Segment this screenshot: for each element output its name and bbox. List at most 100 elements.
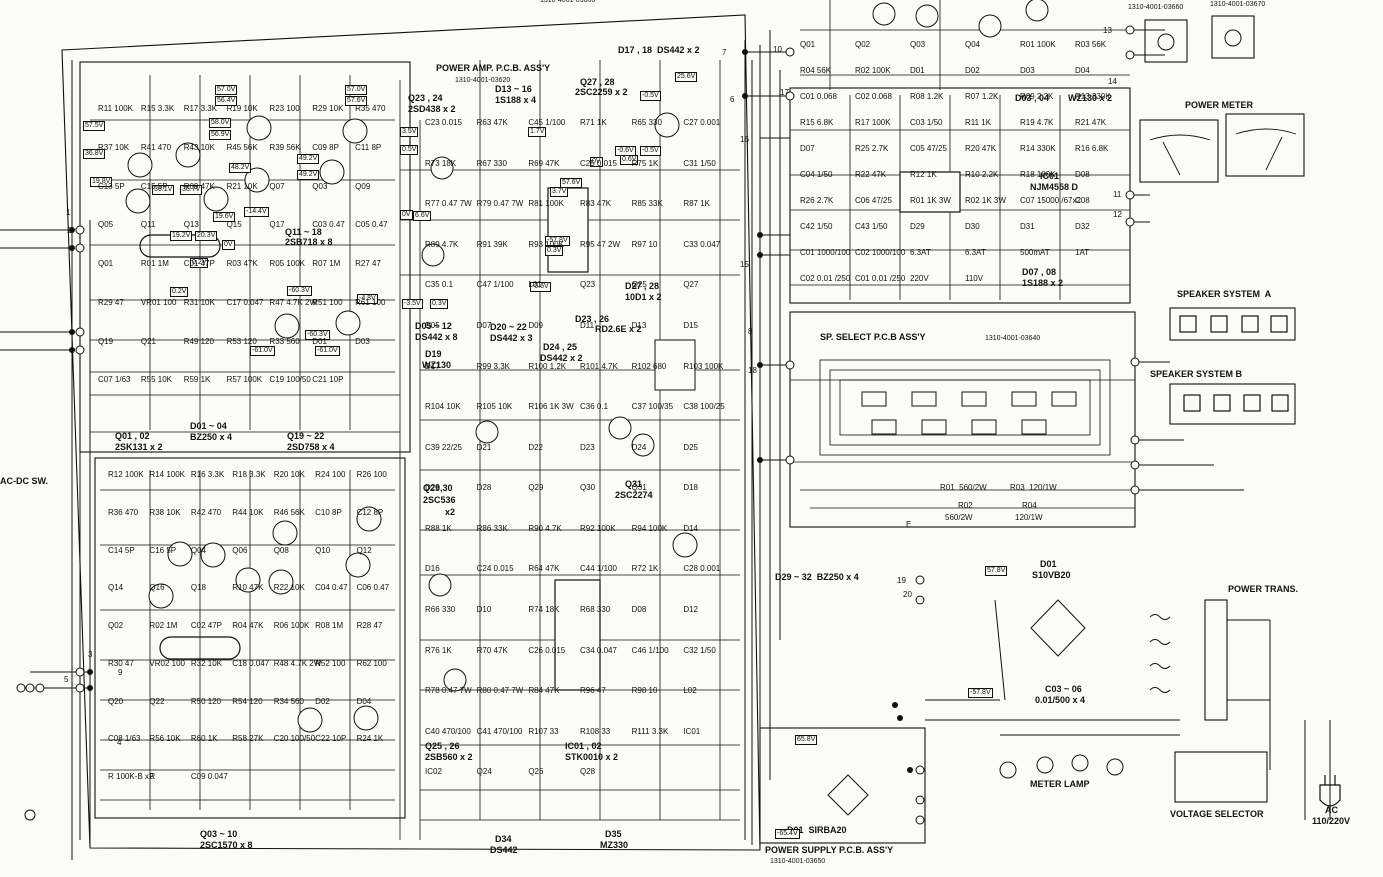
voltage-reading: -57.8V [968, 688, 993, 698]
component-label: Q10 [315, 545, 331, 555]
component-label: D12 [683, 605, 699, 615]
component-label: Q06 [232, 545, 248, 555]
component-label: R52 100 [315, 658, 346, 668]
amp-traces [90, 60, 740, 840]
component-label: D02 [965, 66, 980, 75]
component-label: R12 1K [910, 170, 937, 179]
component-label: Q09 [355, 181, 371, 191]
component-label: C37 100/35 [631, 402, 674, 412]
component-label: C06 0.47 [356, 583, 390, 593]
component-label: C18 0.047 [232, 658, 270, 668]
component-label: D07 [476, 320, 492, 330]
component-label: R67 330 [476, 158, 507, 168]
pin-number: 10 [773, 45, 782, 54]
power-supply-title: POWER SUPPLY P.C.B. ASS'Y [765, 845, 894, 855]
component-label: Q05 [98, 220, 114, 230]
component-label: R96 47 [580, 686, 606, 696]
meter-needles [1149, 128, 1297, 176]
voltage-reading: 19.6V [213, 212, 236, 222]
component-label: R29 10K [312, 104, 344, 113]
component-label: C22 10P [315, 734, 347, 744]
component-label: R43 10K [183, 142, 215, 152]
component-label: R02 1K 3W [965, 196, 1006, 205]
component-label: C35 0.1 [425, 280, 454, 290]
component-label: C31 1/50 [683, 158, 716, 168]
component-label: Q08 [273, 545, 289, 555]
component-label: R71 1K [580, 118, 607, 127]
meter-right [1225, 113, 1305, 177]
component-label: R87 1K [683, 199, 711, 209]
label-d34: D34 [495, 834, 512, 844]
meter-lamps [999, 29, 1242, 779]
label-q31: Q31 [625, 479, 643, 489]
component-label: R105 10K [476, 402, 513, 412]
component-label: D28 [476, 483, 492, 493]
component-label: Q03 [312, 181, 328, 191]
component-label: R29 47 [98, 297, 124, 307]
voltage-reading: 36.8V [83, 149, 106, 159]
component-label: R62 100 [356, 658, 387, 668]
label-d05-12: D05 ~ 12 [415, 321, 452, 331]
component-label: Q21 [140, 336, 156, 346]
voltage-reading: 3.5V [400, 127, 419, 137]
component-label: C01 0.068 [800, 92, 837, 101]
label-d05-12-type: DS442 x 8 [415, 332, 458, 342]
component-label: 6.3AT [910, 248, 931, 257]
component-label: C01 0.01 /250 [855, 274, 906, 283]
power-trans-label: POWER TRANS. [1228, 584, 1299, 594]
component-label: R54 120 [232, 696, 263, 706]
label-q19-22-type: 2SD758 x 4 [287, 442, 335, 452]
connector-pins [16, 25, 1140, 825]
component-label: R59 1K [183, 375, 211, 385]
component-label: Q07 [269, 181, 285, 191]
component-label: R18 3.3K [232, 470, 266, 479]
component-label: D05 [425, 320, 440, 330]
component-label: C08 1/63 [108, 734, 141, 744]
voltage-reading: 6.6V [413, 211, 432, 221]
sp-select-partno: 1310-4001-03640 [985, 335, 1041, 342]
component-label: C28 0.001 [683, 564, 721, 574]
label-r02-val: 560/2W [945, 513, 973, 522]
power-meter-label: POWER METER [1185, 100, 1254, 110]
component-label: Q24 [476, 767, 492, 777]
component-label: D15 [683, 320, 699, 330]
label-d01-supply: D01 [1040, 559, 1057, 569]
voltage-reading: -0.6V [530, 282, 551, 292]
component-label: Q03 [910, 40, 926, 49]
label-q11-18: Q11 ~ 18 [285, 227, 322, 237]
component-label: VR02 100 [149, 658, 186, 668]
component-label: C24 0.015 [476, 564, 514, 574]
component-label: R28 47 [356, 621, 383, 631]
junctions [69, 49, 913, 773]
component-label: Q30 [580, 483, 596, 493]
component-label: R03 47K [226, 259, 258, 268]
component-label: C14 5P [108, 545, 135, 555]
label-q25-26-type: 2SB560 x 2 [425, 752, 473, 762]
board-outlines [61, 14, 1305, 851]
component-label: R46 56K [273, 507, 305, 517]
label-ic01-02-type: STK0010 x 2 [565, 752, 619, 762]
component-label: R107 33 [528, 726, 559, 736]
component-label: R39 56K [269, 142, 301, 152]
pin-number: 15 [740, 260, 749, 269]
voltage-reading: 49.2V [297, 170, 320, 180]
component-label: R04 56K [800, 66, 832, 75]
label-d19-type: WZ130 [422, 360, 452, 370]
label-d20-22: D20 ~ 22 [490, 322, 527, 332]
voltage-reading: 0V [400, 210, 413, 220]
component-label: R95 47 2W [580, 239, 621, 249]
label-q01-02-type: 2SK131 x 2 [115, 442, 163, 452]
component-label: R07 1.2K [965, 92, 999, 101]
component-label: C01 47P [183, 259, 215, 268]
transformer-core [1204, 599, 1228, 721]
pin-number: 13 [1103, 26, 1112, 35]
component-label: R06 100K [273, 621, 310, 631]
voltage-reading: -61.0V [315, 346, 340, 356]
component-label: R30 47 [108, 658, 134, 668]
component-label: R08 1.2K [910, 92, 944, 101]
component-label: C10 8P [315, 507, 342, 517]
component-label: R22 47K [855, 170, 887, 179]
component-label: C09 8P [312, 142, 339, 152]
label-r03: R03 120/1W [1010, 483, 1057, 492]
pin-number: E [906, 520, 912, 529]
